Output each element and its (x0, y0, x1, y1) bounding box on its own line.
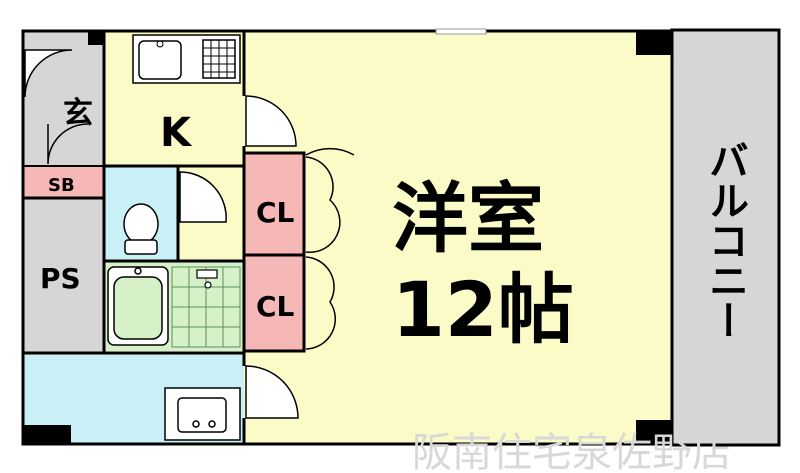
pipe-space-area (23, 198, 104, 353)
closet-2-label: CL (256, 290, 295, 323)
bathtub-icon (107, 266, 169, 346)
door-swings (24, 49, 355, 419)
western-room-area (244, 32, 672, 443)
shoe-box-label: SB (48, 175, 75, 196)
pillar (636, 31, 672, 55)
kitchen-sink-icon (132, 34, 241, 84)
wash-basin-icon (164, 387, 241, 441)
balcony-label: バルコニー (702, 140, 748, 340)
closet-1-area (242, 151, 306, 257)
western-room-size-label: 12帖 (392, 265, 574, 354)
bath-floor-tiles (171, 266, 241, 348)
toilet-icon (123, 203, 159, 255)
pipe-space-label: PS (40, 262, 81, 295)
shower-icon (196, 269, 218, 289)
pillar (636, 420, 672, 444)
walls (21, 29, 674, 446)
kitchen-label: K (160, 110, 193, 156)
pillar (23, 425, 71, 444)
watermark-text: 阪南住宅泉佐野店 (412, 430, 732, 473)
entrance-label: 玄 (63, 96, 93, 131)
closet-1-label: CL (256, 196, 295, 229)
pillar (88, 31, 104, 45)
balcony-area (670, 28, 781, 447)
western-room-name-label: 洋室 (392, 174, 544, 263)
closet-2-area (242, 253, 306, 353)
window (435, 28, 487, 35)
